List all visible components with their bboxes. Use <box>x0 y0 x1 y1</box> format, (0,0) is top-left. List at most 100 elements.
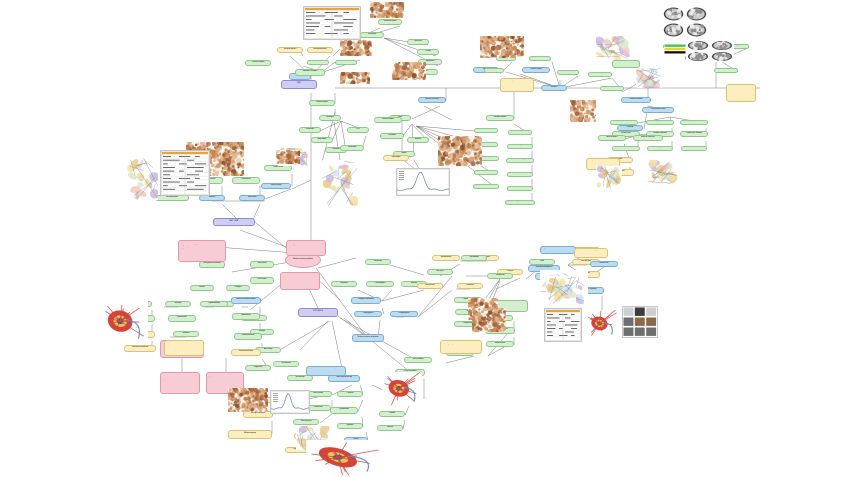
map-image-micrograph[interactable] <box>340 72 370 84</box>
map-node[interactable]: Neuroglía <box>588 71 612 77</box>
map-node[interactable]: Tálamo <box>417 49 439 55</box>
map-image-diagram[interactable] <box>546 276 576 306</box>
map-node[interactable]: Sistema límbico <box>374 117 402 123</box>
map-node[interactable]: Barrera hematoencefálica <box>231 296 261 304</box>
map-node[interactable]: Saltatoria <box>173 331 199 337</box>
map-node[interactable]: Parasimpático <box>366 281 394 287</box>
map-node[interactable]: Preganglionar <box>354 311 382 317</box>
map-node[interactable]: SNC Y SNP <box>213 218 255 226</box>
map-image-diagram[interactable] <box>636 68 662 88</box>
map-node[interactable]: Memoria <box>474 127 498 133</box>
map-note[interactable]: CARACTERÍSTICAS• Conjunto de neuronas y … <box>178 240 226 262</box>
map-image-chart[interactable] <box>396 168 450 196</box>
map-image-illustration[interactable] <box>100 300 148 344</box>
map-node[interactable]: Efectores <box>427 269 453 275</box>
map-node[interactable]: Lenguaje <box>617 125 643 131</box>
map-node[interactable]: Conducción saltatoria <box>680 131 708 137</box>
map-node[interactable]: Exocitosis <box>335 59 357 65</box>
map-note[interactable]: Transmisión sináptica: liberación de neu… <box>500 78 534 92</box>
map-node[interactable]: Velocidad conducción <box>124 344 156 352</box>
map-node[interactable]: Tubo neural <box>239 195 265 201</box>
map-node[interactable]: Nervios <box>190 285 214 291</box>
map-node[interactable]: Músculo liso <box>417 283 443 289</box>
map-node[interactable]: Conducta <box>474 169 498 175</box>
map-node[interactable]: Repolarización <box>680 119 708 125</box>
map-node[interactable]: Marcha <box>377 425 403 431</box>
map-image-mri[interactable] <box>686 40 734 62</box>
map-node[interactable]: Proliferación <box>232 176 260 184</box>
map-node[interactable]: Ganglios basales <box>505 199 535 205</box>
map-node[interactable]: Microglía <box>165 301 191 307</box>
map-node[interactable]: Receptores <box>647 145 673 151</box>
map-node[interactable]: Homúnculo <box>590 261 618 267</box>
map-image-table[interactable] <box>160 150 210 196</box>
map-image-micrograph[interactable] <box>480 36 524 58</box>
map-node[interactable]: Canales iónicos <box>610 119 638 125</box>
map-node[interactable]: Reflejos <box>250 329 274 335</box>
map-node[interactable]: Ganglios autónomos <box>351 296 381 304</box>
map-node[interactable]: Despolarización <box>646 119 674 125</box>
map-node[interactable]: Sinapsis química <box>277 47 303 53</box>
map-node[interactable]: Neurotransmisores <box>612 145 640 151</box>
map-node[interactable]: Aracnoides <box>311 137 333 143</box>
map-node[interactable]: Mielina <box>557 69 579 75</box>
map-image-thumbnails[interactable] <box>622 306 658 338</box>
map-node[interactable]: Astrocito pie <box>232 312 260 320</box>
map-node[interactable]: Duramadre <box>299 127 321 133</box>
map-image-legend[interactable] <box>664 44 686 54</box>
map-image-table[interactable] <box>544 308 582 342</box>
map-image-diagram[interactable] <box>644 160 678 184</box>
map-node[interactable]: Motores <box>407 137 429 143</box>
map-node[interactable]: Área de Wernicke <box>633 135 663 141</box>
map-node[interactable]: Sustancia negra <box>506 157 534 163</box>
map-node[interactable]: Mielinización <box>168 314 196 322</box>
map-node[interactable]: Vía aferente <box>273 361 299 367</box>
map-image-diagram[interactable] <box>596 166 622 188</box>
map-node[interactable]: Postganglionar <box>390 311 418 317</box>
map-node[interactable]: Vía directa <box>507 171 533 177</box>
map-node[interactable]: Sistema nervioso <box>621 97 651 103</box>
map-node[interactable]: Postura <box>379 411 405 417</box>
map-image-micrograph[interactable] <box>472 308 506 332</box>
map-node[interactable]: Potencial de acción <box>642 107 674 113</box>
map-node[interactable]: Telencéfalo <box>360 32 384 38</box>
map-node[interactable]: Corteza cerebral <box>245 60 271 66</box>
map-node[interactable]: Tono muscular <box>293 419 319 425</box>
map-node[interactable]: Globo pálido <box>507 143 533 149</box>
map-node[interactable]: Neurotransmisión <box>307 47 333 53</box>
map-node[interactable]: LCR <box>347 127 369 133</box>
map-node[interactable]: Vías sensitivas <box>404 357 432 363</box>
map-node[interactable]: Soma <box>484 67 504 73</box>
map-node[interactable]: Área de Broca <box>598 135 626 141</box>
map-image-illustration[interactable] <box>586 310 618 338</box>
map-image-micrograph[interactable] <box>392 62 426 80</box>
map-node[interactable]: Diferenciación <box>261 183 291 189</box>
map-node[interactable]: Embrión <box>199 195 225 201</box>
map-node[interactable]: SNC <box>281 79 317 89</box>
map-node[interactable]: Raíz ventral <box>250 276 274 284</box>
map-node[interactable]: Diagnóstico <box>245 365 271 371</box>
map-node[interactable]: Dendritas <box>529 55 551 61</box>
map-node[interactable]: Respuesta <box>365 259 391 265</box>
map-node[interactable]: Neurona <box>541 85 567 91</box>
map-node[interactable]: Noradrenalina <box>432 255 460 261</box>
map-node[interactable]: PROCESOS <box>298 307 338 317</box>
map-node[interactable]: Astrocitos <box>600 85 624 91</box>
map-node[interactable]: Sensitivos <box>380 133 404 139</box>
map-image-micrograph[interactable] <box>276 150 300 164</box>
map-node[interactable]: Motoneurona <box>486 341 514 347</box>
map-node[interactable]: Núcleos basales <box>486 115 514 121</box>
map-node[interactable]: Hipocampo <box>383 155 409 161</box>
map-node[interactable]: Médula espinal <box>309 100 335 106</box>
map-node[interactable]: Hendidura sináptica <box>295 68 325 76</box>
map-node[interactable]: Ventrículos <box>340 145 364 151</box>
map-node[interactable]: Nervios craneales <box>418 97 446 103</box>
map-node[interactable]: Esclerosis múltiple <box>231 348 261 356</box>
map-node[interactable]: Equilibrio <box>337 423 363 429</box>
map-note[interactable]: Registro de actividad eléctrica <box>540 246 576 254</box>
